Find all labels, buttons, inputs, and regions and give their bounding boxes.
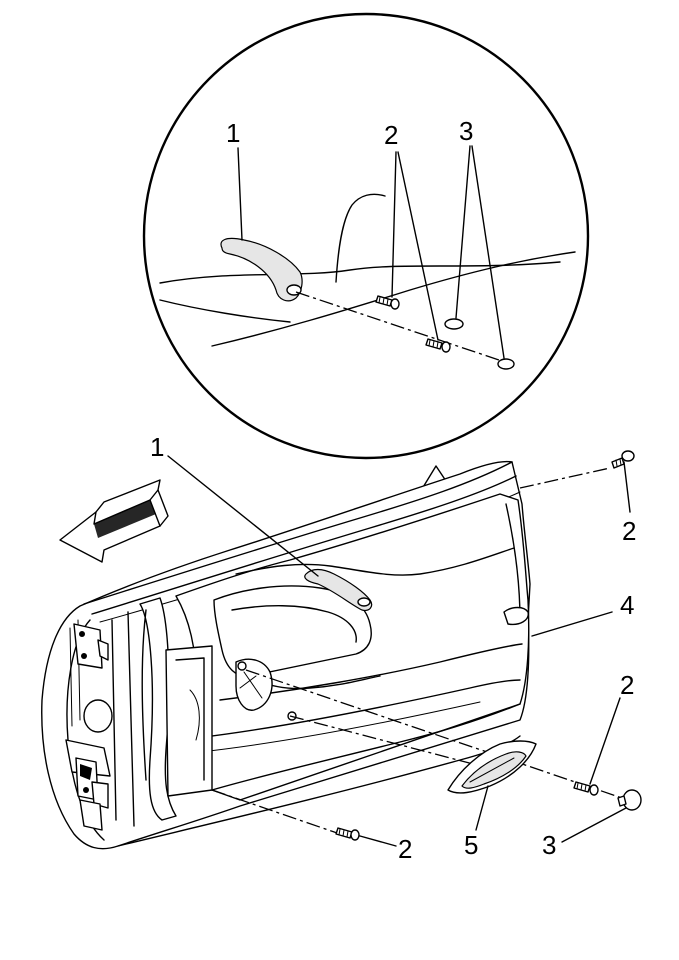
trim-block-inner	[175, 657, 205, 781]
detail-label-3: 3	[459, 116, 473, 146]
leader-3	[561, 807, 627, 843]
trim-armrest-bolster	[213, 585, 372, 677]
centerline-escutcheon	[289, 715, 497, 771]
door-belt-line-2	[91, 475, 517, 615]
door-lower-hinge	[75, 757, 109, 809]
screw-bottom	[335, 827, 360, 841]
trim-pocket-line	[195, 679, 521, 739]
detail-view: 1 2 3	[142, 12, 590, 460]
door-window-regulator-cable	[141, 609, 147, 781]
leader-4	[531, 611, 613, 637]
detail-screw-upper	[375, 295, 400, 310]
door-bottom-bracket	[79, 799, 103, 831]
centerline-top-right	[519, 467, 611, 489]
screw-right	[573, 781, 599, 796]
leader-1	[167, 455, 319, 577]
detail-panel-line-top	[159, 261, 561, 284]
detail-centerline	[295, 291, 506, 363]
door-assembly	[41, 450, 642, 850]
pull-handle	[304, 568, 373, 611]
label-1: 1	[150, 432, 164, 462]
label-2-bottom: 2	[398, 834, 412, 864]
detail-panel-line-mid	[211, 251, 576, 347]
trim-bottom-edge	[211, 703, 521, 791]
label-3: 3	[542, 830, 556, 860]
door-access-hole	[83, 699, 113, 733]
detail-cap-lower	[497, 358, 515, 370]
detail-label-1: 1	[226, 118, 240, 148]
trim-pocket-line-2	[199, 701, 481, 753]
leader-2-bottom	[359, 835, 397, 847]
trim-edge-pad	[503, 606, 529, 626]
trim-screw-boss-upper	[237, 661, 247, 671]
trim-upper-contour	[235, 547, 515, 576]
detail-armrest-contour	[335, 193, 386, 283]
forward-direction-arrow-icon	[59, 479, 169, 563]
leader-2-top	[623, 461, 631, 513]
leader-5	[475, 785, 489, 831]
cap-plug	[617, 789, 642, 811]
door-inner-rib-1	[111, 619, 117, 821]
detail-leader-2b	[397, 151, 439, 341]
trim-block-slot	[189, 689, 200, 741]
detail-leader-3a	[455, 145, 471, 319]
detail-cap-upper	[444, 318, 464, 330]
detail-pull-handle	[220, 237, 303, 302]
detail-circle	[142, 12, 590, 460]
door-upper-hinge	[73, 623, 109, 669]
label-4: 4	[620, 590, 634, 620]
detail-label-2: 2	[384, 120, 398, 150]
pull-handle-hole	[357, 597, 371, 607]
trim-armrest-inner	[231, 605, 357, 643]
centerline-trim-to-cap	[245, 669, 629, 801]
detail-leader-2a	[391, 151, 397, 298]
detail-screw-lower	[425, 338, 451, 353]
label-5: 5	[464, 830, 478, 860]
trim-mounting-block	[165, 645, 213, 797]
detail-panel-line-low	[159, 299, 291, 323]
screw-top-right	[611, 450, 635, 469]
door-inner-rib-2	[127, 611, 135, 827]
trim-switch-detail	[239, 671, 263, 699]
label-2-top: 2	[622, 516, 636, 546]
leader-2-right	[589, 697, 621, 785]
detail-leader-1	[237, 147, 243, 241]
label-2-right: 2	[620, 670, 634, 700]
door-latch-escutcheon	[447, 740, 537, 794]
door-belt-line	[83, 461, 513, 605]
centerline-bottom	[211, 789, 341, 835]
trim-lower-contour	[219, 643, 523, 701]
detail-leader-3b	[471, 145, 505, 359]
trim-switch-recess	[235, 658, 273, 711]
